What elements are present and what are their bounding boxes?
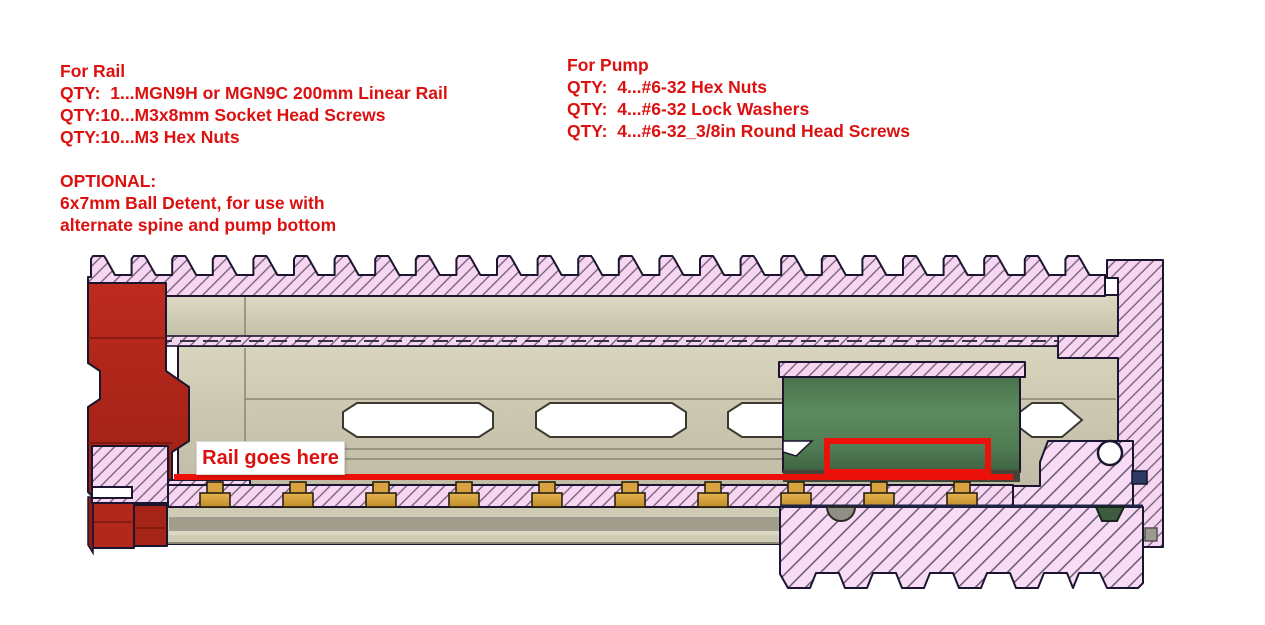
optional-note: OPTIONAL: 6x7mm Ball Detent, for use wit…	[60, 170, 336, 236]
clamp-groove	[91, 486, 133, 499]
nut-pocket	[1094, 506, 1126, 522]
washer-recess	[825, 506, 857, 522]
receiver-lower-block	[133, 504, 168, 547]
optional-title: OPTIONAL:	[60, 171, 157, 191]
tube-end	[1144, 527, 1158, 542]
spacer-strip	[87, 335, 1059, 347]
carriage-top-strip	[778, 361, 1026, 378]
hex-nut	[282, 492, 314, 508]
hex-nut	[199, 492, 231, 508]
hex-nut	[614, 492, 646, 508]
rail-bom-line: QTY:10...M3x8mm Socket Head Screws	[60, 105, 386, 125]
pump-grip-section	[779, 504, 1144, 589]
pump-neck	[1012, 439, 1148, 508]
rail-position-line	[174, 474, 1013, 480]
carriage-body	[782, 376, 1021, 473]
spring-pocket	[1131, 470, 1148, 485]
hex-nut	[448, 492, 480, 508]
rail-highlight-rect	[824, 438, 991, 475]
hex-nut	[365, 492, 397, 508]
hex-nut	[531, 492, 563, 508]
pump-bom-title: For Pump	[567, 55, 649, 75]
screw-row	[167, 481, 1014, 508]
rail-label-text: Rail goes here	[202, 446, 339, 469]
rail-bom-line: QTY: 1...MGN9H or MGN9C 200mm Linear Rai…	[60, 83, 448, 103]
pump-bom-note: For Pump QTY: 4...#6-32 Hex Nuts QTY: 4.…	[567, 54, 910, 142]
rail-bom-title: For Rail	[60, 61, 126, 81]
picatinny-rail-section	[87, 255, 1107, 297]
receiver-part	[87, 282, 190, 556]
slot	[535, 402, 687, 438]
carriage-notch	[782, 440, 814, 457]
slot	[342, 402, 494, 438]
pump-bom-line: QTY: 4...#6-32 Lock Washers	[567, 99, 810, 119]
rail-goes-here-label: Rail goes here	[196, 441, 345, 475]
receiver-edge-sliver	[87, 496, 94, 556]
pump-bom-line: QTY: 4...#6-32_3/8in Round Head Screws	[567, 121, 910, 141]
optional-line: 6x7mm Ball Detent, for use with	[60, 193, 325, 213]
rail-bom-note: For Rail QTY: 1...MGN9H or MGN9C 200mm L…	[60, 60, 448, 148]
ball-detent-hole	[1096, 439, 1124, 467]
hex-nut	[697, 492, 729, 508]
rail-bom-line: QTY:10...M3 Hex Nuts	[60, 127, 240, 147]
optional-line: alternate spine and pump bottom	[60, 215, 337, 235]
pump-bom-line: QTY: 4...#6-32 Hex Nuts	[567, 77, 768, 97]
spine-upper-bar	[165, 294, 1119, 338]
